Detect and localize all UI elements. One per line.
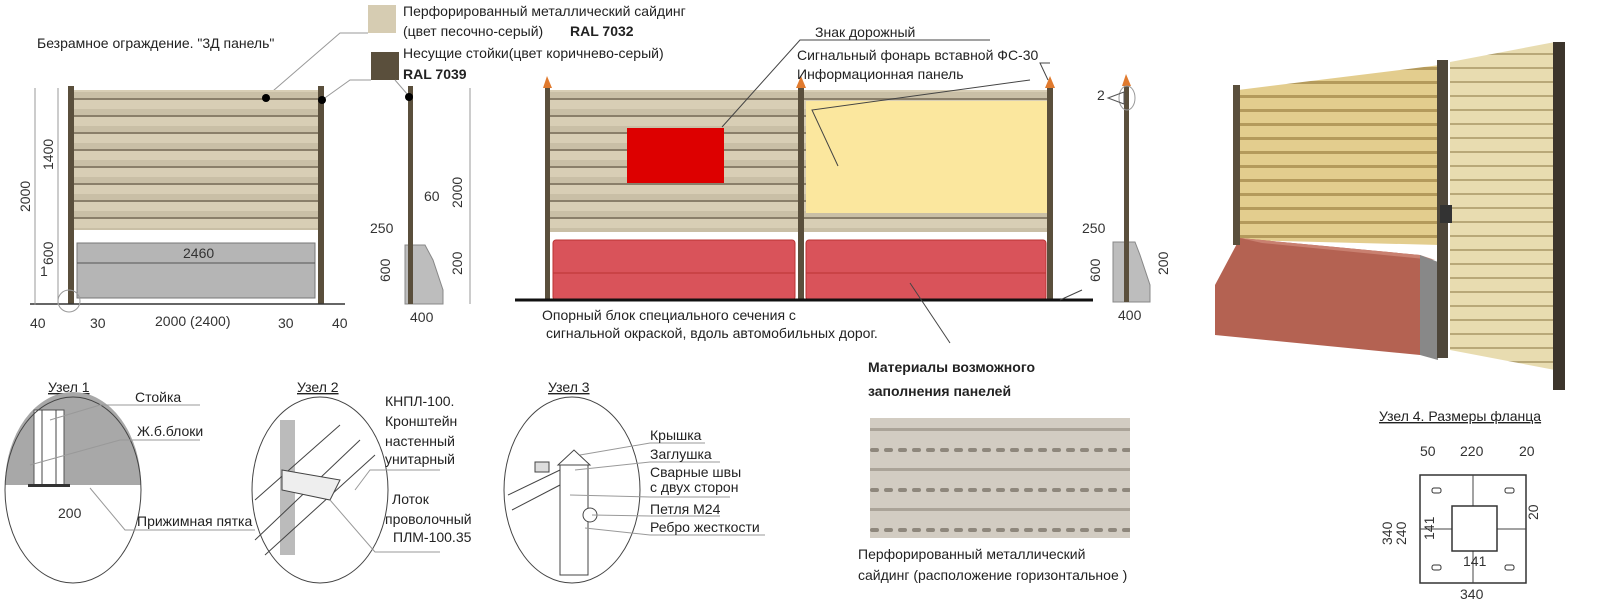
block-caption-1: Опорный блок специального сечения с <box>542 307 796 323</box>
dim-slope: 200 <box>1155 251 1171 275</box>
dim-height: 2000 <box>449 177 465 208</box>
materials-title-1: Материалы возможного <box>868 359 1035 375</box>
node-2-label-5: Лоток <box>392 491 430 507</box>
dim-right-30: 30 <box>278 315 294 331</box>
lamp-label: Сигнальный фонарь вставной ФС-30 <box>797 47 1039 63</box>
dim-left-30: 30 <box>90 315 106 331</box>
node-2-label-4: унитарный <box>385 451 455 467</box>
dim-141-vertical: 141 <box>1421 516 1437 540</box>
dim-left-40: 40 <box>30 315 46 331</box>
signal-lamp-icon <box>1045 76 1055 88</box>
posts-label: Несущие стойки(цвет коричнево-серый) <box>403 45 664 61</box>
signal-lamp-icon <box>543 76 552 88</box>
node-2-marker: 2 <box>1097 87 1105 103</box>
dim-panel-height: 1400 <box>40 139 56 170</box>
post-color-swatch <box>371 52 399 80</box>
siding-label: Перфорированный металлический сайдинг <box>403 3 686 19</box>
materials-section: Материалы возможного заполнения панелей … <box>858 359 1130 583</box>
node-2-detail: Узел 2 КНПЛ-100. Кронштейн настенный уни… <box>251 379 472 584</box>
dim-20-side: 20 <box>1525 504 1541 520</box>
dim-base: 400 <box>1118 307 1142 323</box>
node-2-label-7: ПЛМ-100.35 <box>393 529 472 545</box>
node-4-flange: Узел 4. Размеры фланца 50 220 20 20 340 … <box>1379 408 1541 602</box>
node-4-title: Узел 4. Размеры фланца <box>1379 408 1541 424</box>
dim-right-40: 40 <box>332 315 348 331</box>
node-2-label-6: проволочный <box>385 511 472 527</box>
dim-20-top: 20 <box>1519 443 1535 459</box>
info-panel-label: Информационная панель <box>797 66 964 82</box>
drawing-title: Безрамное ограждение. "3Д панель" <box>37 35 274 51</box>
node-3-weld-label-1: Сварные швы <box>650 464 741 480</box>
support-block <box>552 239 796 301</box>
dim-post: 60 <box>424 188 440 204</box>
signal-lamp-icon <box>796 76 806 88</box>
dim-span: 2000 (2400) <box>155 313 231 329</box>
dim-340-horizontal: 340 <box>1460 586 1484 602</box>
sign-label: Знак дорожный <box>815 24 915 40</box>
dim-141-horizontal: 141 <box>1463 553 1487 569</box>
side-view-1: 2000 60 250 600 200 400 <box>370 86 471 325</box>
node-2-label-2: Кронштейн <box>385 413 457 429</box>
node-3-plug-label: Заглушка <box>650 446 712 462</box>
dim-240: 240 <box>1393 521 1409 545</box>
node-3-cap-label: Крышка <box>650 427 702 443</box>
node-2-label-1: КНПЛ-100. <box>385 393 454 409</box>
node-1-heel-label: Прижимная пятка <box>137 513 252 529</box>
node-3-weld-label-2: с двух сторон <box>650 479 738 495</box>
dim-block-height: 600 <box>40 241 56 265</box>
node-1-width: 200 <box>58 505 82 521</box>
dim-block-h: 600 <box>1087 258 1103 282</box>
node-3-rib-label: Ребро жесткости <box>650 519 760 535</box>
dim-top: 250 <box>1082 220 1106 236</box>
siding-ral: RAL 7032 <box>570 23 634 39</box>
perforated-siding-photo <box>870 418 1130 538</box>
fence-3d-render <box>1215 42 1565 390</box>
dim-50: 50 <box>1420 443 1436 459</box>
side-view-2: 2 250 600 200 400 <box>1082 74 1171 323</box>
dim-220: 220 <box>1460 443 1484 459</box>
block-caption-2: сигнальной окраской, вдоль автомобильных… <box>546 325 878 341</box>
road-sign <box>627 128 724 183</box>
dim-total-height: 2000 <box>17 181 33 212</box>
node-2-label-3: настенный <box>385 433 455 449</box>
posts-ral: RAL 7039 <box>403 66 467 82</box>
node-1-blocks-label: Ж.б.блоки <box>137 423 203 439</box>
dim-top: 250 <box>370 220 394 236</box>
node-1-post-label: Стойка <box>135 389 181 405</box>
front-view: 2000 1400 600 2460 1 40 30 2000 (2400) 3… <box>17 86 348 331</box>
materials-caption-1: Перфорированный металлический <box>858 546 1085 562</box>
dim-block-h: 600 <box>377 258 393 282</box>
support-block <box>805 239 1047 301</box>
node-2-title: Узел 2 <box>297 379 339 395</box>
siding-color-label: (цвет песочно-серый) <box>403 23 543 39</box>
node-1-detail: Узел 1 200 Стойка Ж.б.блоки Прижимная пя… <box>4 379 255 584</box>
info-panel <box>806 101 1047 213</box>
road-fence-view: Знак дорожный Сигнальный фонарь вставной… <box>515 24 1093 344</box>
dim-340-vertical: 340 <box>1379 521 1395 545</box>
node-3-detail: Узел 3 Крышка Заглушка Сварные швы с дву… <box>503 379 765 584</box>
dim-base: 400 <box>410 309 434 325</box>
node-3-title: Узел 3 <box>548 379 590 395</box>
siding-color-swatch <box>368 5 396 33</box>
materials-caption-2: сайдинг (расположение горизонтальное ) <box>858 567 1127 583</box>
legend: Безрамное ограждение. "3Д панель" Перфор… <box>37 3 686 101</box>
dim-block-length: 2460 <box>183 245 214 261</box>
node-3-hinge-label: Петля М24 <box>650 501 721 517</box>
node-1-marker: 1 <box>40 263 48 279</box>
dim-slope: 200 <box>449 251 465 275</box>
node-1-title: Узел 1 <box>48 379 90 395</box>
materials-title-2: заполнения панелей <box>868 383 1011 399</box>
